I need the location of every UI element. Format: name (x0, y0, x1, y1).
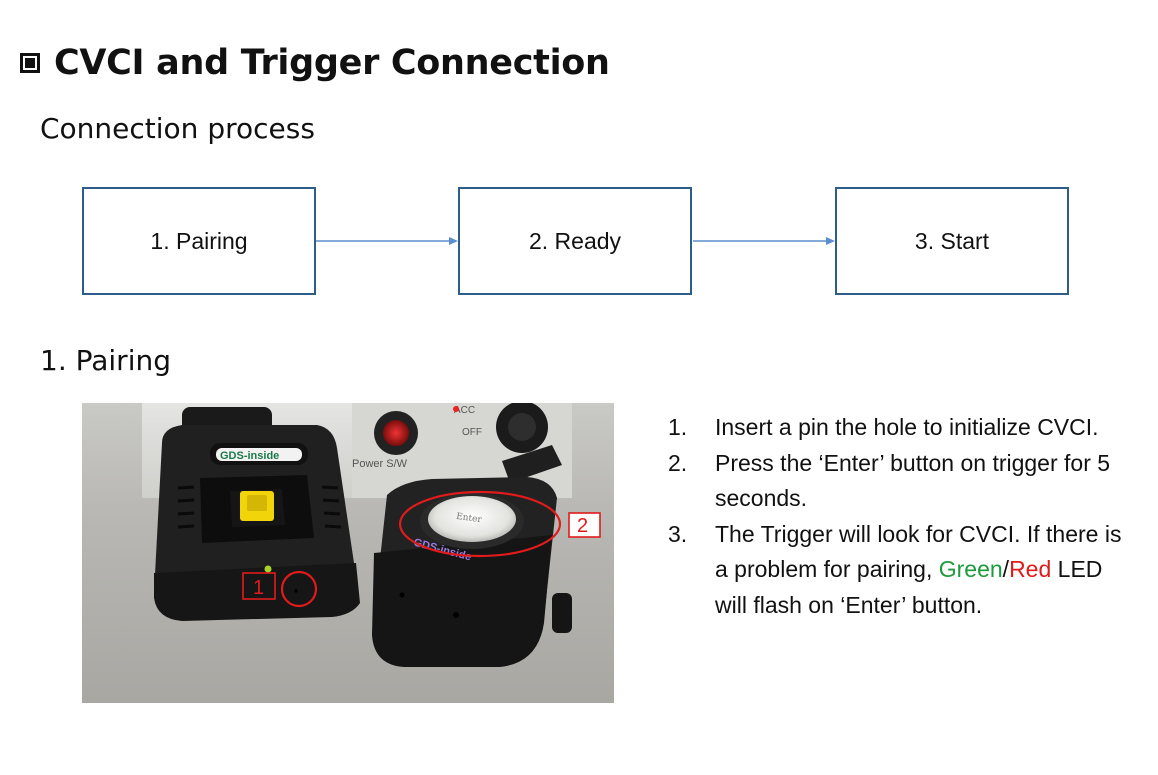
square-bullet-icon (20, 53, 40, 73)
flow-step-ready: 2. Ready (458, 187, 692, 295)
step-number: 3. (668, 520, 688, 547)
list-item: 1. Insert a pin the hole to initialize C… (668, 410, 1138, 446)
flow-step-label: 2. Ready (528, 227, 622, 254)
step-text-outro: LED will flash on ‘Enter’ button. (715, 556, 1103, 618)
subtitle: Connection process (40, 112, 315, 145)
acc-label: ACC (454, 405, 475, 416)
step-number: 2. (668, 449, 688, 476)
step-text-intro: The Trigger will look for CVCI. If there… (715, 520, 1122, 583)
list-item: 3. The Trigger will look for CVCI. If th… (668, 517, 1138, 624)
callout-number-2: 2 (577, 515, 588, 537)
callout-number-1: 1 (253, 577, 264, 599)
pairing-steps-list: 1. Insert a pin the hole to initialize C… (668, 410, 1138, 623)
flow-step-start: 3. Start (835, 187, 1069, 295)
arrow-ready-to-start-icon (693, 237, 835, 245)
off-label: OFF (462, 427, 482, 438)
section-heading: 1. Pairing (40, 344, 171, 377)
green-led-word: Green (938, 556, 1003, 582)
flow-step-label: 1. Pairing (150, 227, 248, 254)
slide-title-row: CVCI and Trigger Connection (20, 40, 610, 86)
power-switch-label: Power S/W (352, 458, 408, 470)
enter-button-highlight (398, 490, 562, 558)
callout-box-1 (242, 572, 276, 600)
enter-button-label: Enter (455, 512, 482, 526)
device-pairing-photo: Power S/W ACC OFF GDS-inside Enter GDS-i… (82, 403, 614, 703)
callout-box-2 (568, 512, 601, 538)
list-item: 2. Press the ‘Enter’ button on trigger f… (668, 446, 1138, 517)
pin-hole-highlight (280, 570, 318, 608)
step-text: Press the ‘Enter’ button on trigger for … (715, 449, 1111, 512)
slash: / (1002, 556, 1010, 582)
flow-step-label: 3. Start (914, 227, 990, 254)
flow-step-pairing: 1. Pairing (82, 187, 316, 295)
red-led-word: Red (1009, 556, 1052, 582)
device-logo-text: GDS-inside (220, 450, 279, 462)
step-number: 1. (668, 414, 688, 440)
step-text: Insert a pin the hole to initialize CVCI… (715, 414, 1099, 440)
slide-title: CVCI and Trigger Connection (54, 43, 610, 83)
arrow-pairing-to-ready-icon (316, 237, 458, 245)
